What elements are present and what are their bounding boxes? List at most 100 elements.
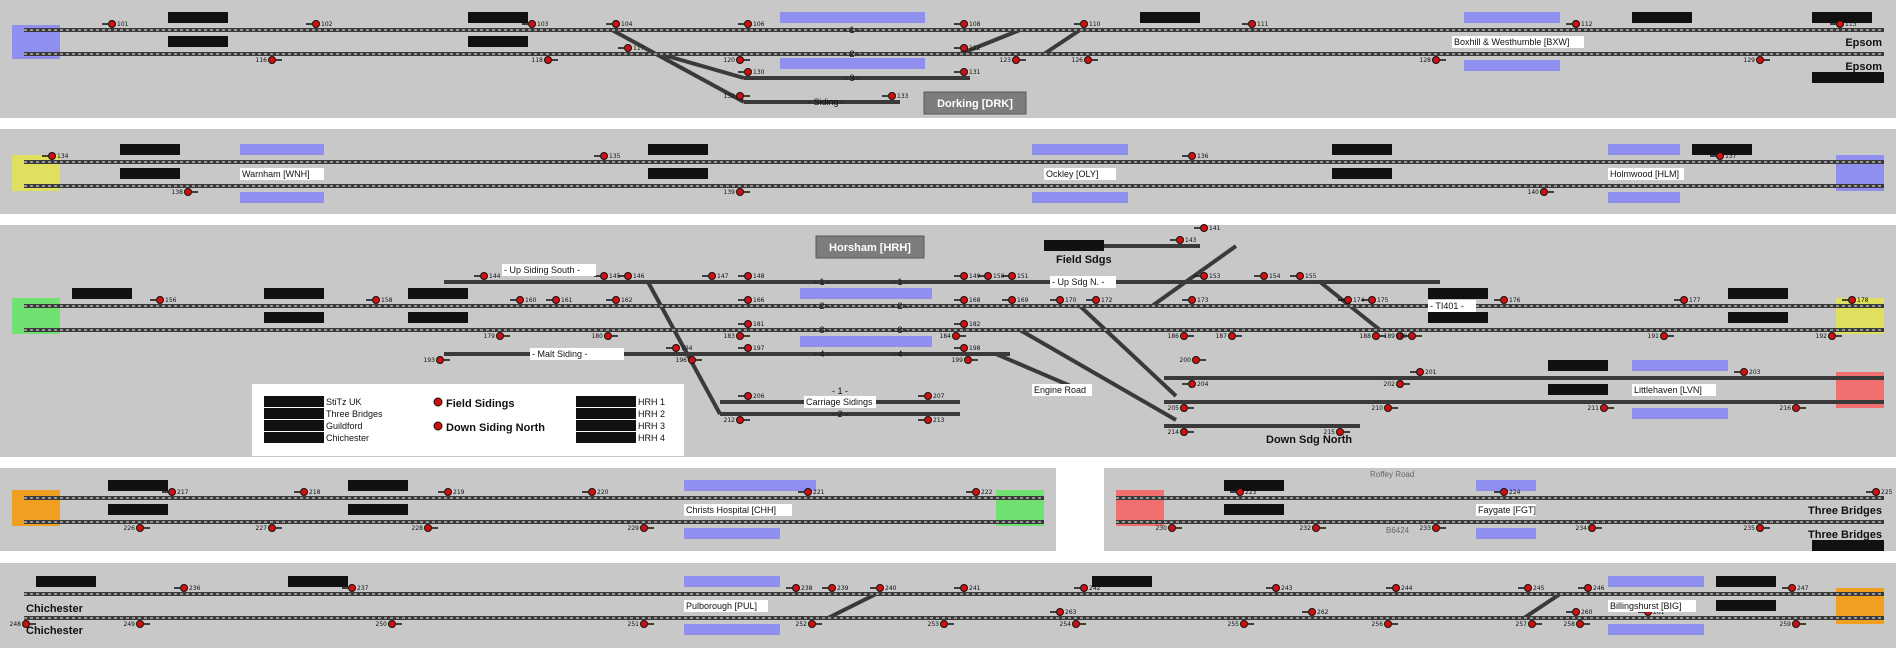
signal-252[interactable]: 252 [796,620,822,629]
signal-head[interactable] [672,344,680,352]
signal-260[interactable]: 260 [1566,608,1593,617]
signal-128[interactable]: 128 [1420,56,1446,65]
signal-head[interactable] [964,356,972,364]
signal-head[interactable] [1572,608,1580,616]
signal-head[interactable] [1080,20,1088,28]
signal-212[interactable]: 212 [724,416,750,425]
signal-head[interactable] [736,92,744,100]
signal-head[interactable] [1588,524,1596,532]
signal-head[interactable] [1092,296,1100,304]
signal-head[interactable] [1056,296,1064,304]
signal-153[interactable]: 153 [1194,272,1221,281]
signal-head[interactable] [1312,524,1320,532]
signal-234[interactable]: 234 [1576,524,1602,533]
signal-104[interactable]: 104 [606,20,633,29]
signal-206[interactable]: 206 [738,392,765,401]
signal-110[interactable]: 110 [1074,20,1101,29]
signal-head[interactable] [1848,296,1856,304]
signal-258[interactable]: 258 [1564,620,1590,629]
signal-head[interactable] [736,416,744,424]
signal-head[interactable] [372,296,380,304]
signal-head[interactable] [1188,380,1196,388]
signal-head[interactable] [544,56,552,64]
signal-158[interactable]: 158 [366,296,393,305]
signal-head[interactable] [1392,584,1400,592]
signal-215[interactable]: 215 [1324,428,1350,437]
signal-247[interactable]: 247 [1782,584,1809,593]
signal-head[interactable] [876,584,884,592]
signal-216[interactable]: 216 [1780,404,1806,413]
signal-204[interactable]: 204 [1182,380,1209,389]
signal-head[interactable] [640,620,648,628]
signal-190[interactable]: 190 [1396,332,1422,341]
signal-head[interactable] [744,20,752,28]
signal-head[interactable] [736,56,744,64]
signal-168[interactable]: 168 [954,296,981,305]
signal-head[interactable] [1524,584,1532,592]
signal-head[interactable] [1260,272,1268,280]
signal-head[interactable] [1188,152,1196,160]
signal-202[interactable]: 202 [1384,380,1410,389]
signal-head[interactable] [180,584,188,592]
signal-head[interactable] [1180,332,1188,340]
signal-207[interactable]: 207 [918,392,945,401]
signal-140[interactable]: 140 [1528,188,1554,197]
signal-head[interactable] [960,344,968,352]
signal-217[interactable]: 217 [162,488,189,497]
signal-head[interactable] [1188,296,1196,304]
signal-head[interactable] [612,296,620,304]
signal-head[interactable] [1180,428,1188,436]
signal-head[interactable] [736,188,744,196]
signal-head[interactable] [640,524,648,532]
signal-head[interactable] [1368,296,1376,304]
signal-head[interactable] [1384,404,1392,412]
signal-head[interactable] [156,296,164,304]
signal-head[interactable] [168,488,176,496]
signal-180[interactable]: 180 [592,332,618,341]
signal-139[interactable]: 139 [724,188,750,197]
signal-head[interactable] [528,20,536,28]
signal-head[interactable] [624,272,632,280]
signal-head[interactable] [1600,404,1608,412]
signal-106[interactable]: 106 [738,20,765,29]
signal-head[interactable] [136,524,144,532]
signal-head[interactable] [1344,296,1352,304]
signal-head[interactable] [480,272,488,280]
signal-144[interactable]: 144 [474,272,501,281]
signal-228[interactable]: 228 [412,524,438,533]
signal-head[interactable] [1792,620,1800,628]
signal-156[interactable]: 156 [150,296,177,305]
signal-183[interactable]: 183 [724,332,750,341]
signal-head[interactable] [600,272,608,280]
signal-263[interactable]: 263 [1050,608,1077,617]
signal-head[interactable] [22,620,30,628]
signal-head[interactable] [1308,608,1316,616]
signal-head[interactable] [1176,236,1184,244]
signal-head[interactable] [744,344,752,352]
signal-237[interactable]: 237 [342,584,369,593]
signal-head[interactable] [1828,332,1836,340]
signal-head[interactable] [1500,296,1508,304]
signal-head[interactable] [552,296,560,304]
signal-160[interactable]: 160 [510,296,537,305]
signal-154[interactable]: 154 [1254,272,1281,281]
signal-262[interactable]: 262 [1302,608,1329,617]
signal-head[interactable] [1572,20,1580,28]
signal-head[interactable] [924,392,932,400]
signal-250[interactable]: 250 [376,620,402,629]
signal-head[interactable] [588,488,596,496]
signal-head[interactable] [1716,152,1724,160]
signal-150[interactable]: 150 [978,272,1005,281]
signal-131[interactable]: 131 [954,68,981,77]
signal-240[interactable]: 240 [870,584,897,593]
signal-196[interactable]: 196 [676,356,702,365]
signal-205[interactable]: 205 [1168,404,1194,413]
signal-248[interactable]: 248 [10,620,36,629]
signal-236[interactable]: 236 [174,584,201,593]
signal-226[interactable]: 226 [124,524,150,533]
signal-132[interactable]: 132 [724,92,750,101]
signal-head[interactable] [688,356,696,364]
signal-113[interactable]: 113 [1830,20,1857,29]
signal-head[interactable] [1500,488,1508,496]
signal-head[interactable] [1168,524,1176,532]
